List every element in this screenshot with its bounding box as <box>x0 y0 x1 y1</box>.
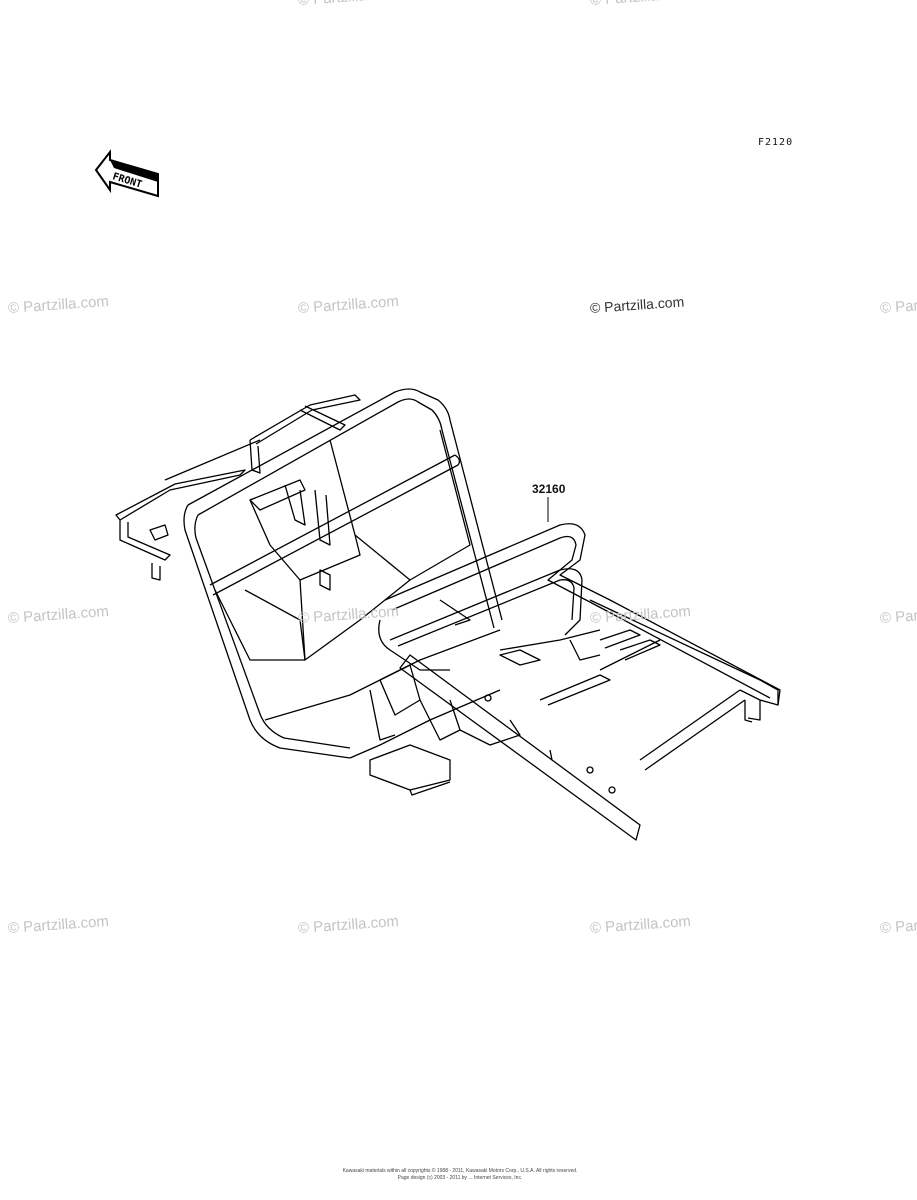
footer-line-2: Page design (c) 2003 - 2011 by ... Inter… <box>397 1175 523 1181</box>
copyright-footer: Kawasaki materials within all copyrights… <box>300 1168 620 1182</box>
front-arrow-icon: FRONT <box>94 149 159 198</box>
frame-illustration <box>115 388 781 841</box>
footer-line-1: Kawasaki materials within all copyrights… <box>342 1168 578 1174</box>
diagram-code: F2120 <box>758 137 794 148</box>
part-number-label[interactable]: 32160 <box>532 482 566 496</box>
